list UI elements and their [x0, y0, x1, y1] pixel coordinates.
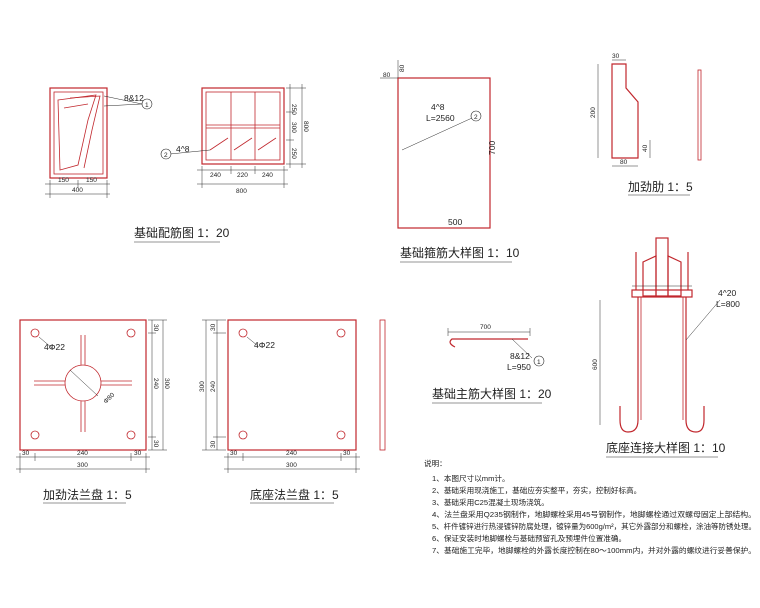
- title-base-connection: 底座连接大样图 1：10: [606, 440, 726, 455]
- stirrup-dim-80a: 80: [383, 72, 391, 79]
- main-bar-detail: 700 8&12 L=950 1 基础主筋大样图 1：20: [432, 324, 552, 404]
- bf-dim-30b: 30: [210, 440, 217, 448]
- bf-dim-240: 240: [286, 450, 297, 457]
- bf-dim-300: 300: [286, 462, 297, 469]
- stirrup-dim-700: 700: [487, 141, 497, 155]
- mainbar-length: L=950: [507, 362, 531, 372]
- elev-dim-240a: 240: [210, 172, 221, 179]
- rf-dim-240: 240: [77, 450, 88, 457]
- bar1-spec: 8&12: [124, 93, 144, 103]
- rib-flange-hole-spec: 4Φ22: [44, 342, 65, 352]
- rib-detail: 30 200 40 80 加劲肋 1：5: [590, 53, 702, 196]
- stirrup-length: L=2560: [426, 113, 455, 123]
- notes-block: 说明： 1、本图尺寸以mm计。 2、基础采用现浇施工，基础应夯实整平，夯实，控制…: [424, 458, 756, 555]
- elev-dim-800v: 800: [302, 121, 309, 132]
- mainbar-number: 1: [537, 359, 541, 366]
- bar2-number: 2: [164, 152, 168, 159]
- mainbar-spec: 8&12: [510, 351, 530, 361]
- elev-dim-240b: 240: [262, 172, 273, 179]
- bf-dim-30a: 30: [210, 323, 217, 331]
- stirrup-spec: 4^8: [431, 102, 445, 112]
- rib-dim-80: 80: [620, 159, 628, 166]
- mainbar-dim-700: 700: [480, 324, 491, 331]
- foundation-elevation-view: 2 4^8 240 220 240 800 250 300 250 800 基础…: [134, 84, 309, 243]
- title-base-flange: 底座法兰盘 1：5: [250, 487, 339, 502]
- note-3: 3、基础采用C25混凝土现场浇筑。: [432, 497, 549, 507]
- elev-dim-300: 300: [290, 122, 297, 133]
- elev-dim-220: 220: [237, 172, 248, 179]
- base-conn-dim-600: 600: [592, 359, 599, 370]
- title-foundation-rebar: 基础配筋图 1：20: [134, 225, 230, 240]
- note-7: 7、基础施工完毕，地脚螺栓的外露长度控制在80～100mm内，并对外露的螺纹进行…: [432, 545, 756, 555]
- plan-dim-400: 400: [72, 187, 83, 194]
- bf-dim-240v: 240: [210, 381, 217, 392]
- stirrup-detail: 80 80 4^8 L=2560 2 700 500 基础箍筋大样图 1：10: [380, 60, 520, 263]
- pipe-dia: Φ80: [102, 391, 116, 405]
- note-1: 1、本图尺寸以mm计。: [432, 473, 510, 483]
- rf-dim-300v: 300: [163, 378, 170, 389]
- rf-dim-30c: 30: [22, 450, 30, 457]
- base-flange-hole-spec: 4Φ22: [254, 340, 275, 350]
- base-connection-detail: 600 4^20 L=800 底座连接大样图 1：10: [592, 237, 740, 458]
- title-rib-flange: 加劲法兰盘 1：5: [43, 487, 132, 502]
- anchor-spec: 4^20: [718, 288, 736, 298]
- stirrup-number: 2: [474, 114, 478, 121]
- title-main-bar: 基础主筋大样图 1：20: [432, 386, 552, 401]
- plan-dim-150b: 150: [86, 177, 97, 184]
- note-2: 2、基础采用现浇施工，基础应夯实整平，夯实，控制好标高。: [432, 485, 641, 495]
- rf-dim-30b: 30: [152, 440, 159, 448]
- title-stirrup-detail: 基础箍筋大样图 1：10: [400, 245, 520, 260]
- bar2-spec: 4^8: [176, 144, 190, 154]
- elev-dim-800: 800: [236, 188, 247, 195]
- rib-dim-40: 40: [642, 144, 649, 152]
- rf-dim-30d: 30: [134, 450, 142, 457]
- rf-dim-300: 300: [77, 462, 88, 469]
- note-5: 5、杆件镀锌进行热浸镀锌防腐处理，镀锌量为600g/m²，其它外露部分和螺栓，涂…: [432, 521, 756, 531]
- rf-dim-240v: 240: [152, 378, 159, 389]
- note-6: 6、保证安装时地脚螺栓与基础预留孔及预埋件位置准确。: [432, 533, 626, 543]
- stirrup-dim-80b: 80: [399, 64, 406, 72]
- bar1-number: 1: [145, 102, 149, 109]
- rib-dim-200: 200: [590, 107, 597, 118]
- rf-dim-30a: 30: [152, 324, 159, 332]
- anchor-length: L=800: [716, 299, 740, 309]
- foundation-plan-view: 8&12 1 150 150 400: [45, 87, 153, 198]
- notes-heading: 说明：: [424, 458, 447, 468]
- note-4: 4、法兰盘采用Q235钢制作，地脚螺栓采用45号钢制作，地脚螺栓通过双螺母固定上…: [432, 509, 756, 519]
- rib-dim-30: 30: [612, 53, 620, 60]
- bf-dim-30c: 30: [230, 450, 238, 457]
- stirrup-dim-500: 500: [448, 217, 462, 227]
- rib-flange-plan: Φ80 4Φ22 30 240 30 300 30 240 30 300 加劲法…: [16, 319, 170, 504]
- title-rib: 加劲肋 1：5: [628, 179, 693, 194]
- bf-dim-300v: 300: [199, 381, 206, 392]
- base-flange-plan: 4Φ22 300 240 30 30 30 240 30 300 底座法兰盘 1…: [199, 319, 386, 504]
- elev-dim-250: 250: [290, 104, 297, 115]
- bf-dim-30d: 30: [343, 450, 351, 457]
- elev-dim-250b: 250: [290, 148, 297, 159]
- plan-dim-150a: 150: [58, 177, 69, 184]
